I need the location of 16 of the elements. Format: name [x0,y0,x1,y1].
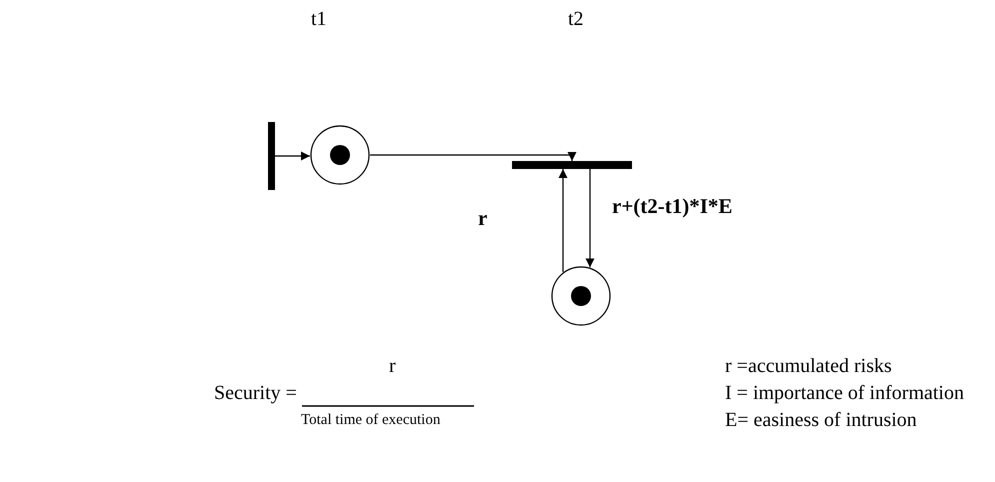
time-label: t1 [311,8,327,31]
arrow [370,152,576,161]
arrow [586,169,594,268]
time-label: t2 [568,8,584,31]
arrow [558,169,568,272]
denominator: Total time of execution [301,412,440,429]
transition-bar [268,122,275,190]
arrow [275,152,310,160]
legend-text: r =accumulated risks [725,355,892,378]
place-circle [551,266,611,326]
formula-text: Security = [214,382,297,405]
legend-text: E= easiness of intrusion [725,409,917,432]
legend-text: I = importance of information [725,382,964,405]
numerator: r [389,355,396,378]
place-circle [310,125,370,185]
transition-bar [512,161,632,169]
